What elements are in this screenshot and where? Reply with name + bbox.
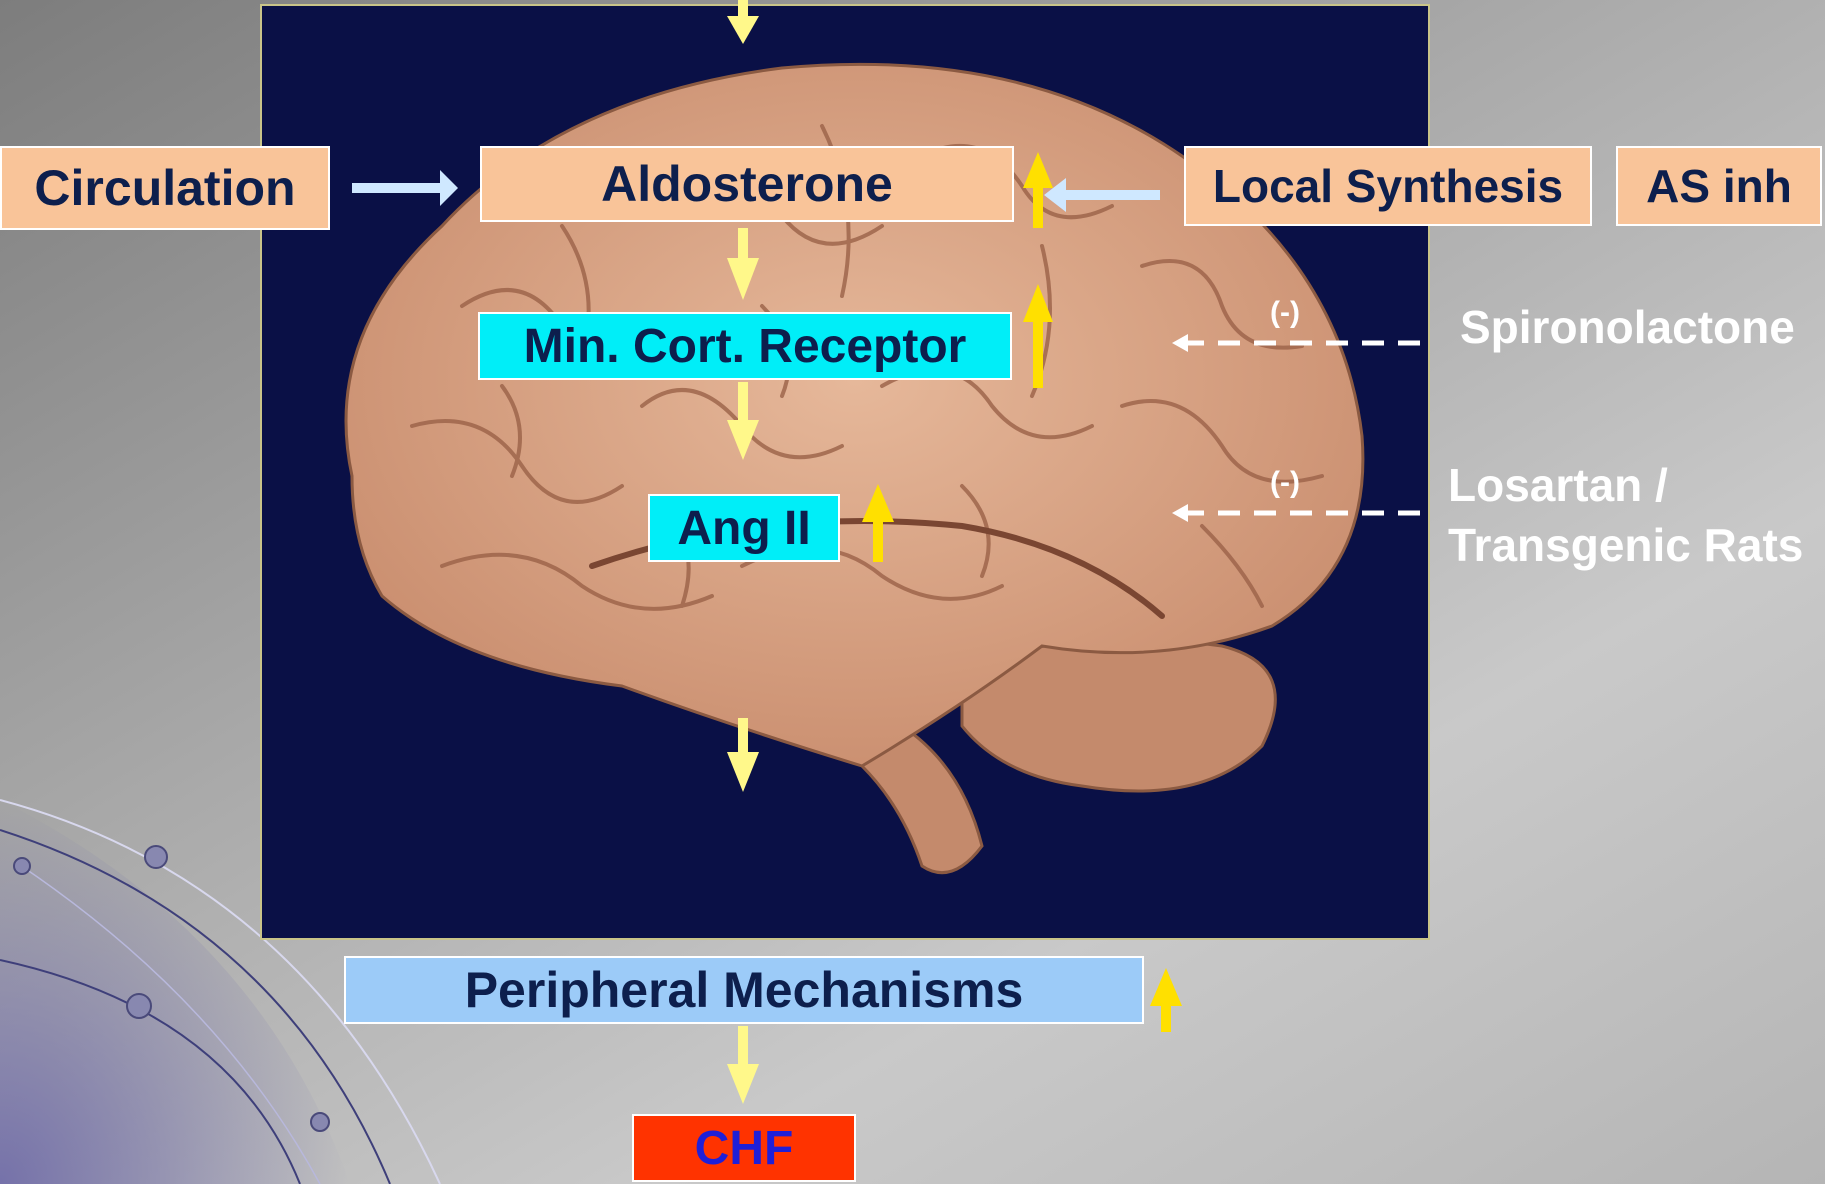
local-synthesis-box: Local Synthesis [1184, 146, 1592, 226]
as-inh-label: AS inh [1646, 159, 1792, 213]
spironolactone-label: Spironolactone [1460, 300, 1795, 354]
circulation-label: Circulation [34, 159, 295, 217]
aldosterone-box: Aldosterone [480, 146, 1014, 222]
chf-box: CHF [632, 1114, 856, 1182]
ang-ii-box: Ang II [648, 494, 840, 562]
ang-ii-label: Ang II [677, 501, 810, 556]
min-cort-receptor-label: Min. Cort. Receptor [524, 319, 967, 374]
decor-dot [311, 1113, 329, 1131]
inhibition-marker: (-) [1270, 296, 1300, 330]
chf-label: CHF [695, 1121, 794, 1176]
decor-dot [127, 994, 151, 1018]
transgenic-rats-label: Transgenic Rats [1448, 518, 1803, 572]
brain-panel [260, 4, 1430, 940]
circulation-box: Circulation [0, 146, 330, 230]
inhibition-marker: (-) [1270, 466, 1300, 500]
aldosterone-label: Aldosterone [601, 155, 893, 213]
decor-dot [14, 858, 30, 874]
peripheral-mechanisms-label: Peripheral Mechanisms [465, 961, 1024, 1019]
as-inh-box: AS inh [1616, 146, 1822, 226]
peripheral-mechanisms-box: Peripheral Mechanisms [344, 956, 1144, 1024]
mineralocorticoid-receptor-box: Min. Cort. Receptor [478, 312, 1012, 380]
local-synthesis-label: Local Synthesis [1213, 159, 1563, 213]
decor-dot [145, 846, 167, 868]
losartan-label: Losartan / [1448, 458, 1668, 512]
